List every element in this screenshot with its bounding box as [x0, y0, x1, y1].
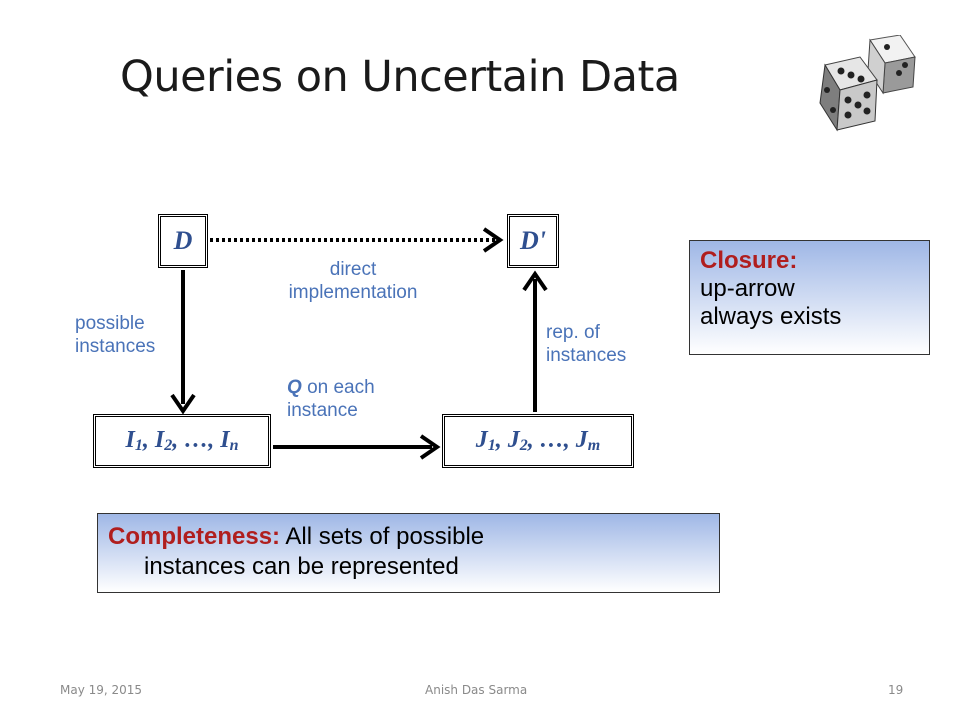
completeness-callout: Completeness: All sets of possible insta…: [97, 513, 720, 593]
arrow-direct-implementation: [210, 227, 504, 253]
closure-line1: up-arrow: [700, 275, 795, 302]
closure-callout: Closure: up-arrow always exists: [689, 240, 930, 355]
footer-page-number: 19: [888, 683, 904, 697]
completeness-heading: Completeness:: [108, 523, 281, 550]
node-j-instances: J1, J2, …, Jm: [442, 414, 634, 468]
completeness-line1: All sets of possible: [285, 523, 485, 550]
footer-date: May 19, 2015: [60, 683, 143, 697]
arrow-possible-instances: [170, 270, 196, 415]
node-d: D: [158, 214, 208, 268]
closure-line2: always exists: [700, 303, 842, 330]
node-d-label: D: [173, 226, 193, 255]
node-j-label: J1, J2, …, Jm: [475, 427, 601, 454]
node-i-label: I1, I2, …, In: [125, 427, 239, 454]
node-d-prime-label: D': [520, 226, 546, 255]
completeness-line2: instances can be represented: [144, 553, 459, 580]
node-i-instances: I1, I2, …, In: [93, 414, 271, 468]
footer-author: Anish Das Sarma: [425, 683, 528, 697]
arrow-rep-of-instances: [522, 270, 548, 412]
slide-title: Queries on Uncertain Data: [120, 52, 680, 102]
closure-heading: Closure:: [700, 247, 798, 274]
node-d-prime: D': [507, 214, 559, 268]
arrow-query: [273, 434, 441, 460]
dice-icon: [819, 35, 916, 132]
